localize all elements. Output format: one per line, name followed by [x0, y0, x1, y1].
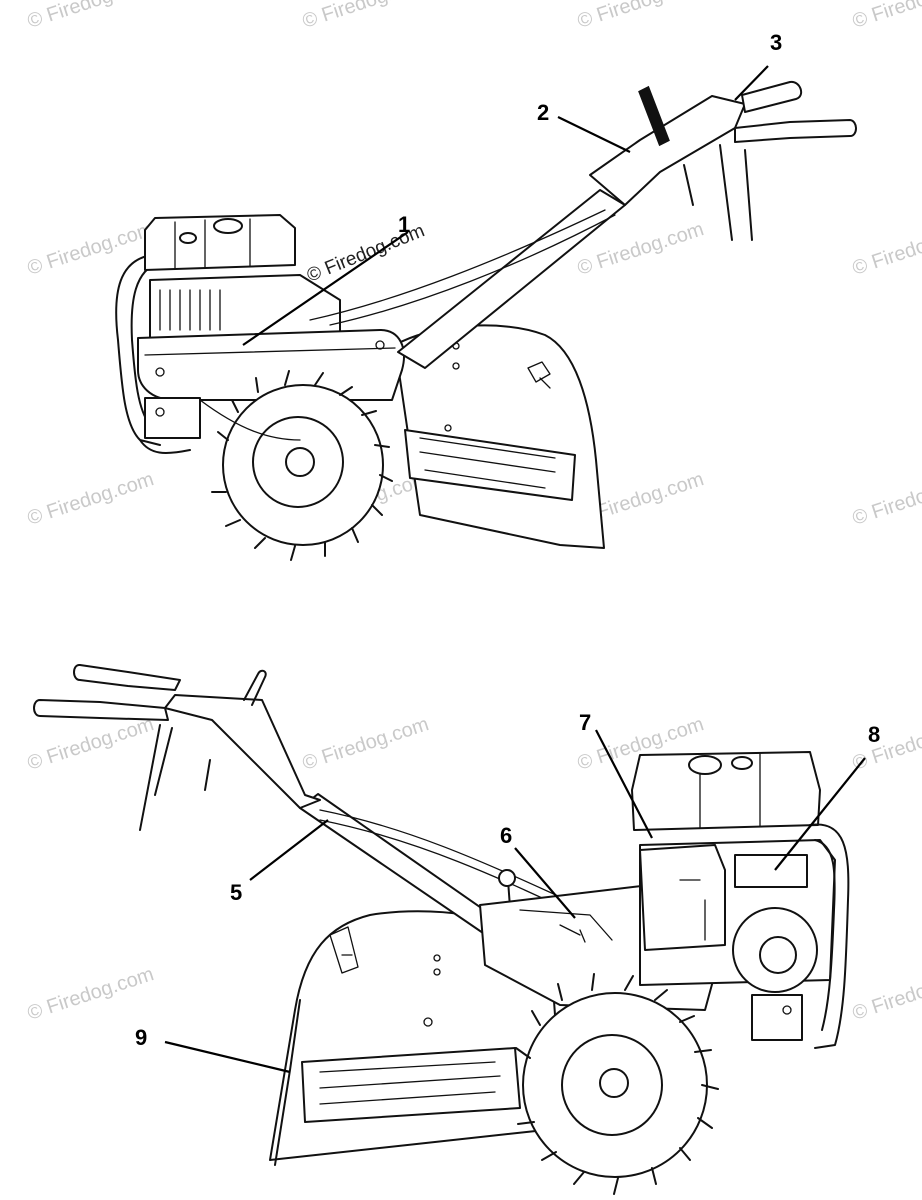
fuel-tank-ribs [174, 218, 251, 269]
depth-bar-clip [329, 926, 359, 974]
tire-tread [515, 973, 719, 1195]
shift-rod-knob [498, 869, 516, 887]
belt-cover-bolt [155, 367, 165, 377]
housing-detail [519, 909, 613, 943]
leader-line-1 [242, 231, 409, 346]
hood-bolt [452, 362, 460, 370]
handlebar-head [164, 694, 321, 809]
callout-label-1: 1 [398, 212, 410, 237]
fuel-tank [144, 214, 296, 271]
hood-bolt [423, 1017, 433, 1027]
shift-lever [243, 669, 267, 706]
watermark-text: © Firedog.com [850, 713, 922, 775]
callout-label-5: 5 [230, 880, 242, 905]
leader-line-2 [557, 116, 631, 153]
depth-bar-clip [527, 361, 551, 389]
watermark-text: © Firedog.com [850, 963, 922, 1025]
watermark-text: © Firedog.com [850, 0, 922, 33]
callout-label-7: 7 [579, 710, 591, 735]
watermark-text: © Firedog.com [25, 713, 157, 775]
tank-vent [179, 232, 197, 244]
callout-label-9: 9 [135, 1025, 147, 1050]
watermark-text: © Firedog.com [25, 218, 157, 280]
fuel-cap [688, 755, 722, 775]
leader-line-9 [164, 1040, 291, 1074]
engine-cooling-fins [159, 289, 221, 331]
rear-bumper-frame [809, 823, 850, 1049]
wheel-hub [599, 1068, 629, 1098]
fuel-tank [631, 751, 821, 831]
watermark-text: © Firedog.com [25, 963, 157, 1025]
recoil-shroud [639, 844, 726, 951]
leader-line-8 [774, 757, 866, 871]
shift-lever [638, 85, 670, 147]
callout-label-8: 8 [868, 722, 880, 747]
front-bracket [751, 994, 803, 1041]
handle-grip-upper [73, 664, 181, 691]
tire-tread [211, 370, 393, 561]
watermark-text: © Firedog.com [300, 713, 432, 775]
flap-slot [419, 437, 556, 489]
control-cables [309, 209, 616, 326]
callout-label-3: 3 [770, 30, 782, 55]
hood-bolt [433, 954, 441, 962]
leader-line-5 [249, 819, 329, 881]
wheel-hub [285, 447, 315, 477]
rear-flap [301, 1047, 521, 1123]
fuel-cap [213, 218, 243, 234]
leader-line-3 [734, 65, 769, 101]
callout-label-6: 6 [500, 823, 512, 848]
leader-line-7 [595, 729, 653, 839]
callout-labels: 1 2 3 5 6 7 8 9 [135, 30, 880, 1050]
watermark-text: © Firedog.com [25, 468, 157, 530]
tank-vent [731, 756, 753, 770]
front-bumper-inner [130, 261, 161, 426]
handlebar-head [589, 95, 746, 206]
tiller-bottom-illustration [33, 664, 850, 1195]
engine-decal-panel [734, 854, 808, 888]
wheel-rim [561, 1034, 663, 1136]
callout-label-2: 2 [537, 100, 549, 125]
watermark-text: © Firedog.com [300, 0, 432, 33]
hood-bolt [433, 968, 441, 976]
handle-grip-upper [741, 80, 803, 113]
rear-flap [404, 429, 576, 501]
belt-cover [137, 329, 405, 401]
handle-grip-lower [33, 699, 169, 721]
belt-cover-bolt [375, 340, 385, 350]
starter-hub [759, 936, 797, 974]
belt-cover-seam [144, 347, 396, 356]
clutch-bail [683, 144, 753, 241]
handle-grip-lower [734, 119, 857, 143]
flap-edge [274, 999, 301, 1166]
engine-block [149, 274, 341, 341]
clutch-bail [139, 724, 211, 831]
front-bumper [115, 254, 191, 454]
frame-side [199, 399, 301, 441]
watermark-text: © Firedog.com [25, 0, 157, 33]
rear-bumper-inner [814, 839, 836, 1031]
recoil-starter [732, 907, 818, 993]
front-bracket [144, 397, 201, 439]
engine-dipstick [679, 879, 706, 941]
tiller-top-illustration [115, 80, 857, 561]
wheel-rim [252, 416, 344, 508]
watermark-text: © Firedog.com [850, 218, 922, 280]
bracket-bolt [155, 407, 165, 417]
hood-bolt [444, 424, 452, 432]
leader-line-6 [514, 847, 576, 919]
leader-lines [164, 65, 866, 1074]
watermark-text: © Firedog.com [850, 468, 922, 530]
watermark-text: © Firedog.com [575, 0, 707, 33]
flap-slot [319, 1061, 501, 1105]
bracket-bolt [782, 1005, 792, 1015]
